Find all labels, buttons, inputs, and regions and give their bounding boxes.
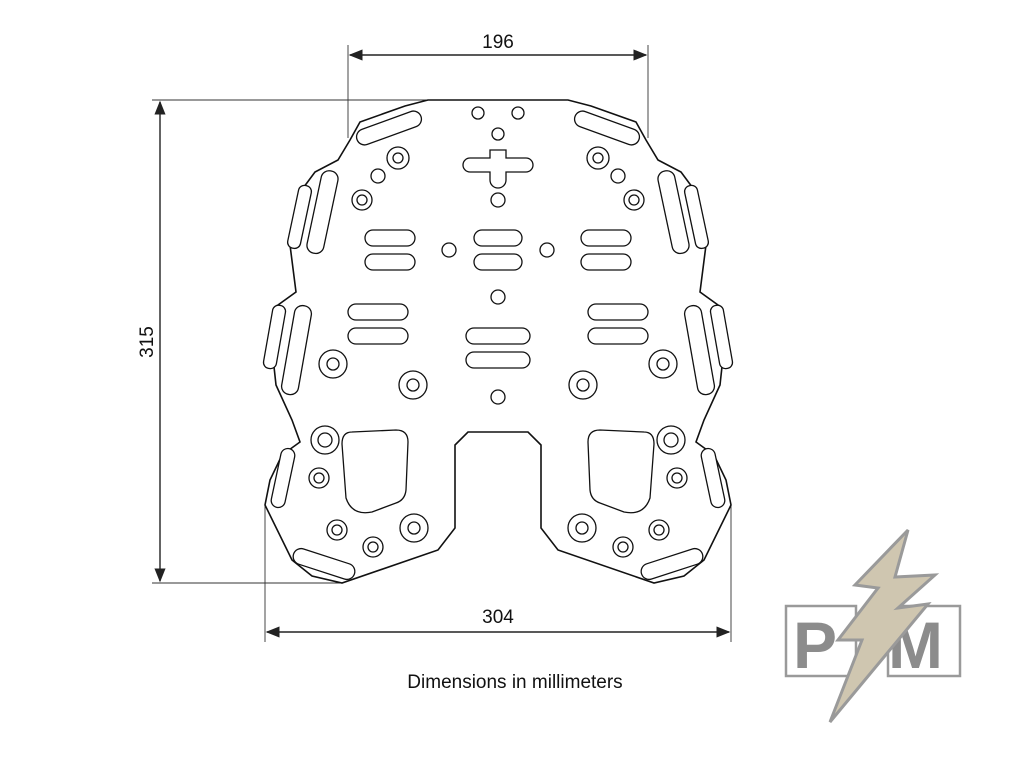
dimension-label-196: 196 bbox=[482, 32, 514, 53]
dimension-width-top bbox=[347, 45, 649, 138]
plate-features-center bbox=[462, 106, 534, 405]
svg-text:P: P bbox=[793, 608, 837, 682]
dimension-height bbox=[152, 99, 430, 584]
dimension-label-315: 315 bbox=[137, 326, 158, 358]
dimension-label-304: 304 bbox=[482, 607, 514, 628]
caption: Dimensions in millimeters bbox=[407, 672, 623, 693]
pm-logo: P M bbox=[784, 528, 962, 723]
dimension-width-bottom bbox=[264, 505, 732, 642]
